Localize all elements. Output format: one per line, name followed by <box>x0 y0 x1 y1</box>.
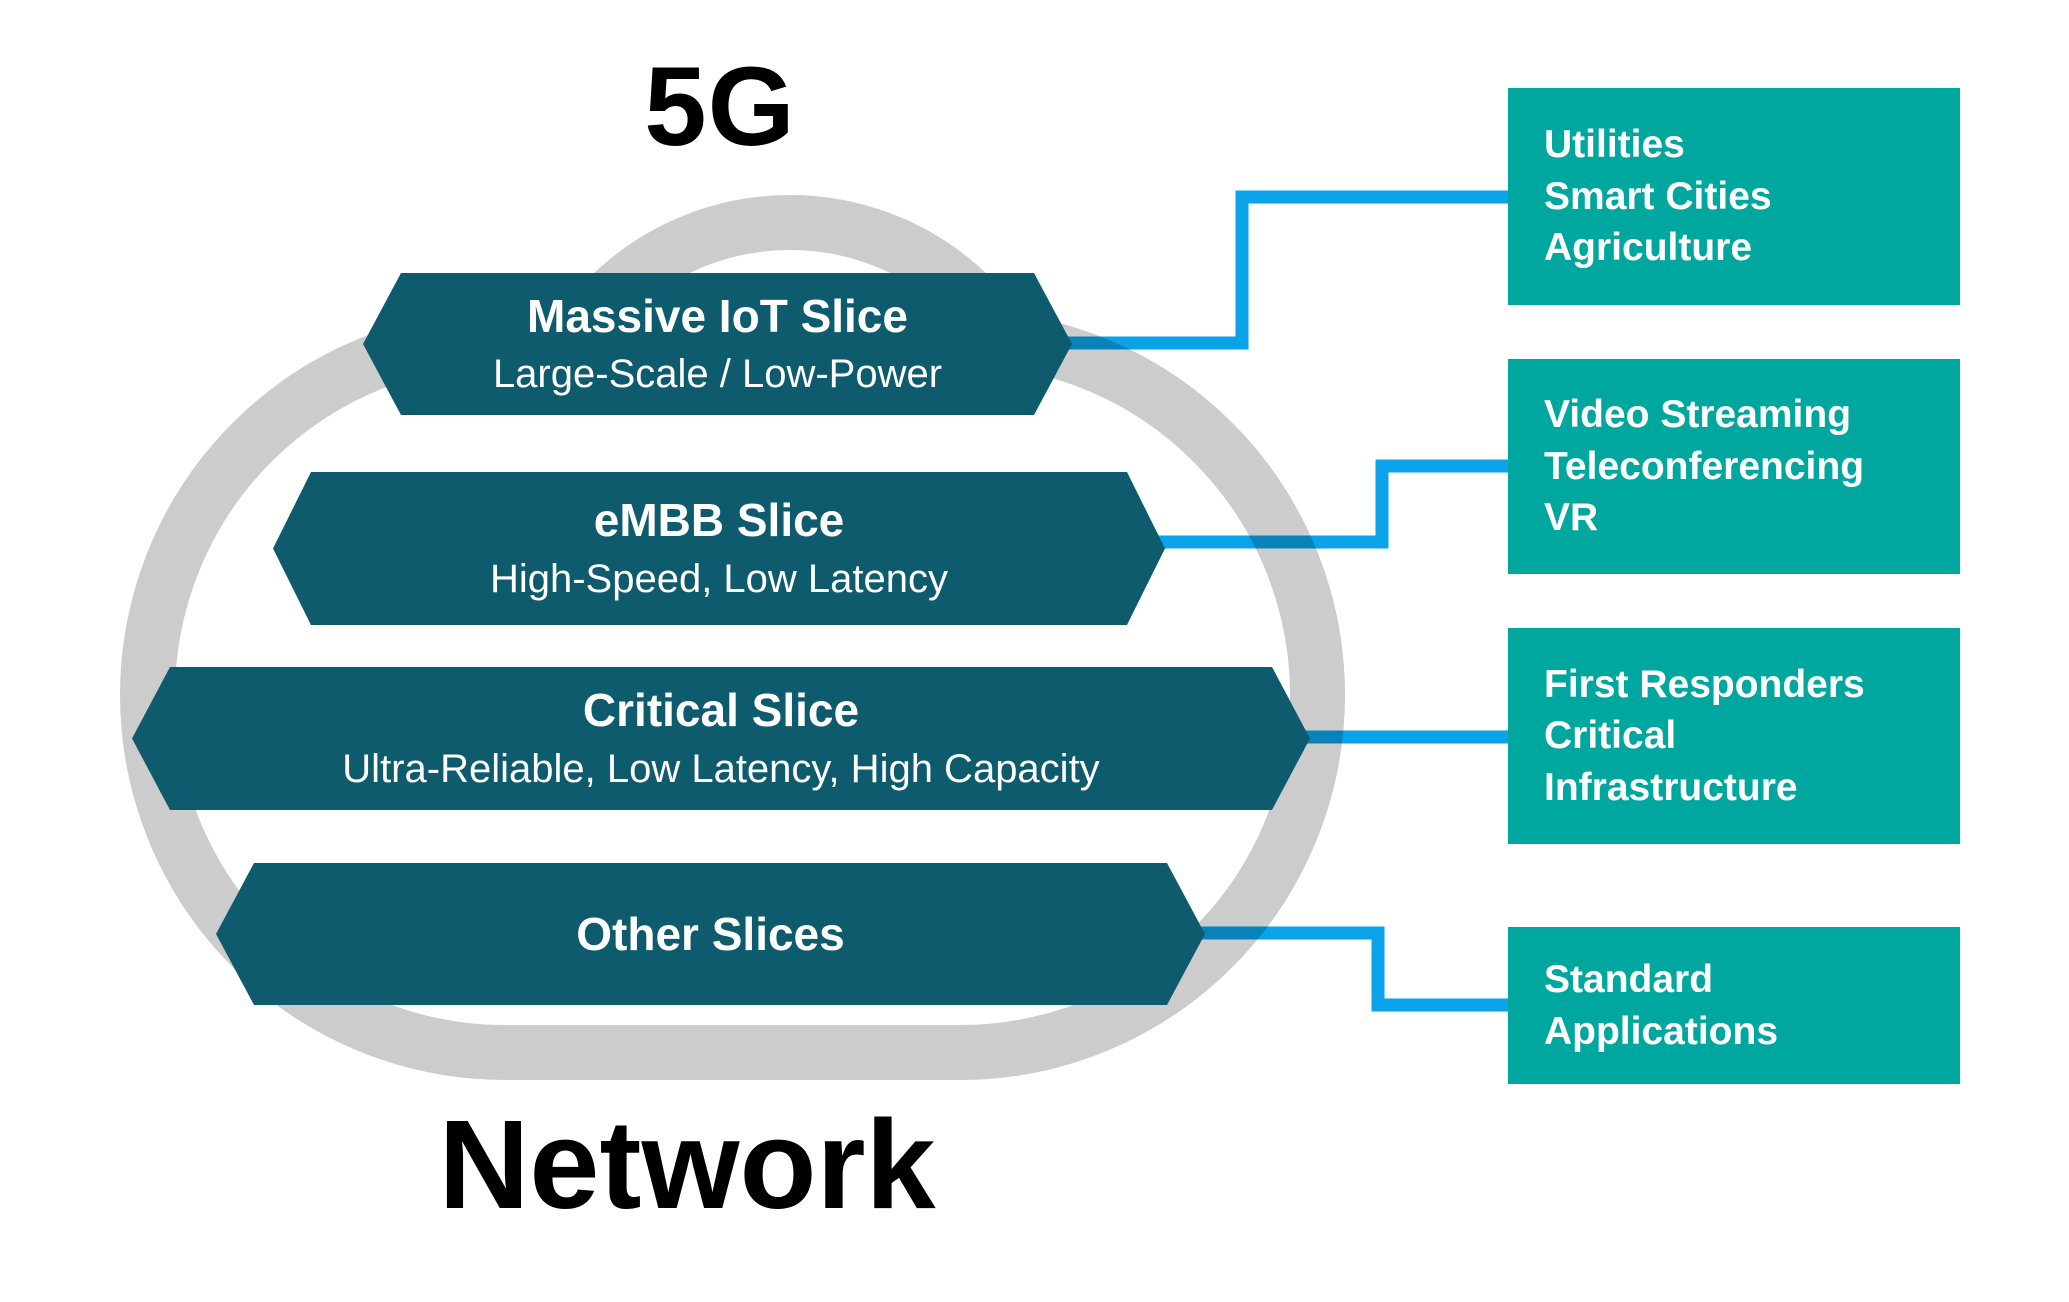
connector-other <box>1192 926 1514 1012</box>
app-line: Critical <box>1544 714 1677 758</box>
app-line: Standard <box>1544 958 1714 1002</box>
app-box-massive-iot: Utilities Smart Cities Agriculture <box>1508 88 1960 305</box>
app-line: Infrastructure <box>1544 765 1798 809</box>
slice-subtitle: Ultra-Reliable, Low Latency, High Capaci… <box>342 746 1100 791</box>
slice-other: Other Slices <box>216 863 1205 1005</box>
app-line: First Responders <box>1544 662 1865 706</box>
app-line: Teleconferencing <box>1544 444 1865 488</box>
slice-massive-iot: Massive IoT Slice Large-Scale / Low-Powe… <box>363 273 1072 415</box>
slice-subtitle: Large-Scale / Low-Power <box>492 352 943 397</box>
app-line: Utilities <box>1544 123 1685 167</box>
connector-massive-iot <box>1060 190 1514 350</box>
app-box-critical: First Responders Critical Infrastructure <box>1508 628 1960 844</box>
slice-title: Other Slices <box>576 907 845 960</box>
app-line: VR <box>1544 496 1599 540</box>
slice-title: eMBB Slice <box>593 494 845 547</box>
app-box-other: Standard Applications <box>1508 927 1960 1084</box>
slice-title: Critical Slice <box>582 684 860 737</box>
slice-subtitle: High-Speed, Low Latency <box>489 556 949 601</box>
title-network: Network <box>438 1094 936 1235</box>
app-line: Smart Cities <box>1544 174 1772 218</box>
slice-title: Massive IoT Slice <box>527 289 908 342</box>
title-5g: 5G <box>644 44 796 169</box>
app-box-embb: Video Streaming Teleconferencing VR <box>1508 359 1960 574</box>
slice-critical: Critical Slice Ultra-Reliable, Low Laten… <box>132 667 1310 810</box>
connector-embb <box>1150 459 1514 549</box>
cloud-outline-hump <box>505 195 1075 365</box>
app-line: Agriculture <box>1544 226 1753 270</box>
slice-embb: eMBB Slice High-Speed, Low Latency <box>273 472 1165 625</box>
app-line: Video Streaming <box>1544 393 1852 437</box>
app-line: Applications <box>1544 1009 1779 1053</box>
